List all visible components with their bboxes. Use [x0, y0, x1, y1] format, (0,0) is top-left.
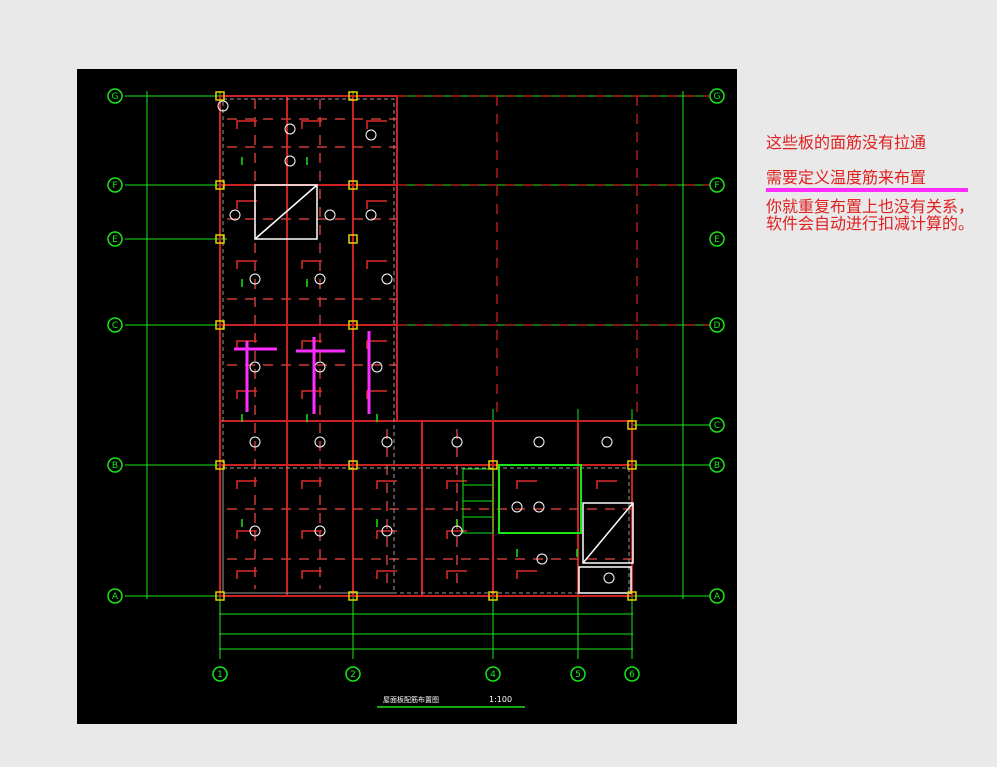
axis-labels: G F E C B A G F E D C B A 1 2 4 5 6	[112, 92, 721, 680]
slab-circles	[217, 100, 615, 584]
axis-label-4: 4	[490, 670, 496, 680]
axis-label-e-left: E	[112, 235, 118, 245]
rebar-labels	[241, 157, 578, 557]
axis-label-d-right: D	[714, 321, 721, 331]
annotation-underline	[766, 188, 968, 192]
rebar-marks	[236, 120, 617, 579]
stair-core	[462, 464, 582, 534]
slab-openings	[254, 184, 634, 594]
dashed-grid	[227, 95, 717, 589]
axis-label-f-left: F	[112, 181, 117, 191]
highlight-marks	[234, 331, 371, 414]
drawing-title: 屋面板配筋布置图	[383, 695, 439, 704]
axis-label-a-right: A	[714, 592, 721, 602]
axis-label-6: 6	[629, 670, 635, 680]
axis-label-g-right: G	[714, 92, 721, 102]
slab-outline	[219, 95, 633, 597]
axis-label-5: 5	[575, 670, 581, 680]
column-axis-lines	[146, 91, 684, 659]
axis-label-a-left: A	[112, 592, 119, 602]
axis-label-b-left: B	[112, 461, 118, 471]
drawing-scale: 1:100	[489, 695, 512, 704]
annotation-line-2: 需要定义温度筋来布置	[766, 168, 927, 187]
annotation-panel: 这些板的面筋没有拉通 需要定义温度筋来布置 你就重复布置上也没有关系，软件会自动…	[766, 134, 996, 232]
axis-label-f-right: F	[714, 181, 719, 191]
axis-label-g-left: G	[112, 92, 119, 102]
axis-label-1: 1	[217, 670, 223, 680]
slab-edge-dashes	[222, 98, 630, 594]
axis-label-c-left: C	[112, 321, 118, 331]
column-markers	[215, 91, 637, 601]
axis-label-b-right: B	[714, 461, 720, 471]
row-axis-lines	[125, 95, 715, 597]
cad-drawing-panel: G F E C B A G F E D C B A 1 2 4 5 6 屋面板配…	[77, 69, 737, 724]
axis-label-e-right: E	[714, 235, 720, 245]
floor-plan-drawing: G F E C B A G F E D C B A 1 2 4 5 6 屋面板配…	[107, 88, 725, 708]
axis-label-c-right: C	[714, 421, 720, 431]
drawing-title-block: 屋面板配筋布置图 1:100	[377, 695, 525, 708]
axis-label-2: 2	[350, 670, 356, 680]
left-axis-bubbles	[107, 88, 725, 682]
annotation-line-1: 这些板的面筋没有拉通	[766, 133, 927, 152]
annotation-line-3: 你就重复布置上也没有关系，软件会自动进行扣减计算的。	[766, 197, 975, 233]
